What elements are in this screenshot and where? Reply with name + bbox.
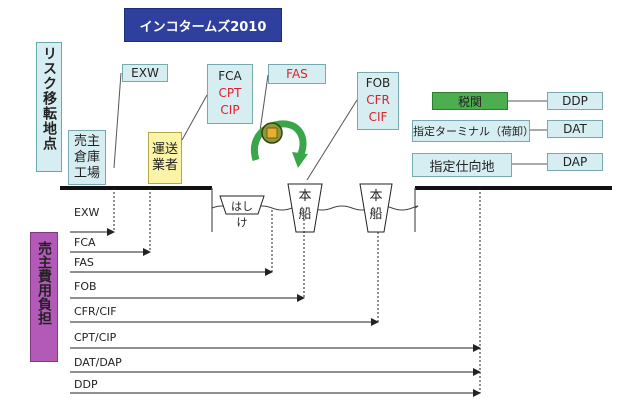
term-label-fas: FAS: [74, 256, 94, 269]
ship-2-label: 本 船: [367, 188, 385, 224]
term-label-ddp: DDP: [74, 378, 98, 391]
lighter-label: はしけ: [226, 198, 258, 230]
term-label-fob: FOB: [74, 280, 97, 293]
exw-connector: [114, 73, 121, 168]
fob-connector: [307, 100, 357, 180]
ship-1-label: 本 船: [296, 188, 314, 224]
term-label-dat-dap: DAT/DAP: [74, 356, 122, 369]
term-label-cpt-cip: CPT/CIP: [74, 331, 116, 344]
term-label-fca: FCA: [74, 236, 96, 249]
crane-loading-icon: [254, 123, 308, 168]
term-label-cfr-cif: CFR/CIF: [74, 305, 117, 318]
cost-arrows: [70, 232, 480, 393]
term-label-exw: EXW: [74, 206, 99, 219]
fca-connector: [182, 95, 207, 140]
